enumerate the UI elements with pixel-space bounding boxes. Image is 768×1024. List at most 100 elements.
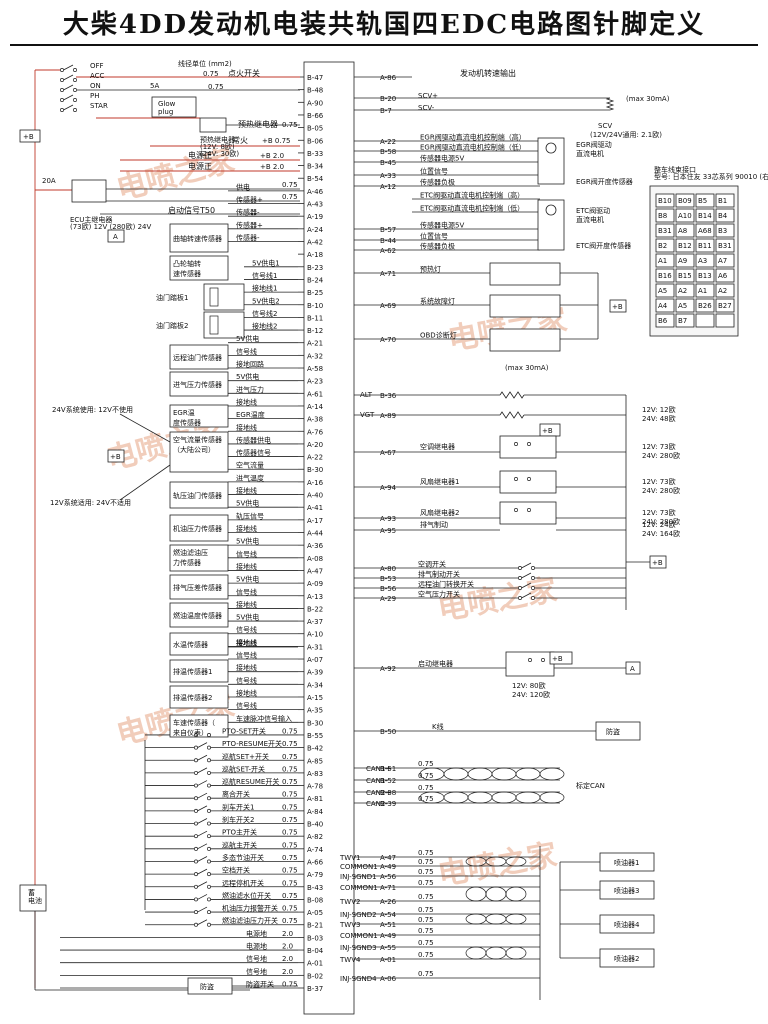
scv-minus: SCV- xyxy=(418,104,435,112)
egr-sensor-label: EGR阀开度传感器 xyxy=(576,177,633,186)
sensor-line-label: 传感器+ xyxy=(236,195,263,204)
connector-pin: A9 xyxy=(678,257,687,265)
switch-label: 空档开关 xyxy=(222,866,250,875)
twisted-pair xyxy=(505,946,527,960)
twisted-pair xyxy=(515,767,541,781)
alt-resistor xyxy=(499,391,525,399)
connector-cell xyxy=(675,313,695,328)
gauge-label: 2.0 xyxy=(282,930,293,938)
main-relay-box xyxy=(71,179,107,203)
ignition-key-switch xyxy=(63,84,74,91)
right-switch-contact xyxy=(518,596,522,600)
gauge-label: 0.75 xyxy=(282,727,298,735)
ignition-key-switch-contact xyxy=(60,98,64,102)
injector-label: 喷油器2 xyxy=(614,954,639,963)
ecu-right-pin: B-52 xyxy=(380,777,396,785)
connector-pin: B8 xyxy=(658,212,667,220)
connector-pin: B26 xyxy=(698,302,712,310)
gauge-label: 0.75 xyxy=(418,939,434,947)
ecu-left-pin: B-47 xyxy=(307,74,323,82)
gauge-label: 0.75 xyxy=(203,70,219,78)
connector-cell xyxy=(675,208,695,223)
connector-cell xyxy=(675,238,695,253)
relay-spec: 24V: 164欧 xyxy=(642,529,680,538)
sensor-line-label: 接地线 xyxy=(236,688,257,697)
gauge-label: 0.75 xyxy=(418,760,434,768)
sensor-line-label: 信号线 xyxy=(236,701,257,710)
gauge-label: 0.75 xyxy=(418,868,434,876)
anti-theft-box-right xyxy=(595,721,641,741)
switch-label: 巡航主开关 xyxy=(222,840,257,849)
sensor-line-label: 信号线 xyxy=(236,587,257,596)
ecu-left-pin: A-79 xyxy=(307,871,323,879)
plus-b-box xyxy=(19,129,41,143)
ecu-left-pin: B-33 xyxy=(307,150,323,158)
plus-b-box xyxy=(609,299,627,313)
gauge-label: 0.75 xyxy=(282,816,298,824)
sensor-line-label: 传感器信号 xyxy=(236,448,271,457)
sensor-box xyxy=(169,574,229,600)
ecu-left-pin: B-43 xyxy=(307,884,323,892)
main-relay-label: ECU主继电器 xyxy=(70,215,112,224)
twisted-pair xyxy=(443,791,469,804)
ecu-left-pin: A-78 xyxy=(307,783,323,791)
relay-contact-contact xyxy=(514,477,518,481)
input-switch-contact xyxy=(207,745,211,750)
ecu-right-pin: B-50 xyxy=(380,728,396,736)
ecu-left-pin: A-76 xyxy=(307,428,324,436)
sensor-line-label: 传感器供电 xyxy=(236,435,271,444)
right-switch-contact xyxy=(531,576,535,580)
sensor-line-label: 接地线 xyxy=(236,600,257,609)
row-label: 电源正 xyxy=(188,150,212,160)
ecu-left-pin: A-61 xyxy=(307,390,323,398)
ecu-left-pin: A-35 xyxy=(307,707,323,715)
gauge-label: 0.75 xyxy=(418,927,434,935)
ecu-right-pin: A-70 xyxy=(380,336,396,344)
injector-line-label: COMMON1 xyxy=(340,932,378,940)
can-label: CAN1- xyxy=(366,777,388,785)
relay-label: 排气制动 xyxy=(420,520,448,529)
switch-label: 刹车开关2 xyxy=(222,815,254,824)
right-switch-label: 空调开关 xyxy=(418,560,446,569)
start-spec: 12V: 80欧 xyxy=(512,681,546,690)
sensor-box xyxy=(169,659,229,683)
connector-cell xyxy=(655,208,675,223)
right-switch-label: 空气压力开关 xyxy=(418,590,460,599)
ecu-right-pin: B-44 xyxy=(380,237,397,245)
pedal-pot xyxy=(209,287,219,307)
ecu-left-pin: A-41 xyxy=(307,504,323,512)
ignition-key-switch xyxy=(63,104,74,111)
input-switch-contact xyxy=(194,846,198,851)
input-switch-contact xyxy=(207,732,211,737)
input-switch xyxy=(197,818,208,824)
gauge-label: 0.75 xyxy=(282,841,298,849)
ignition-key-switch-contact xyxy=(73,78,77,82)
ecu-left-pin: A-58 xyxy=(307,365,323,373)
battery-label: 电池 xyxy=(28,896,42,905)
connector-label: 型号: 日本住友 33芯系列 90010 (右) xyxy=(654,172,768,181)
start-relay-contact-contact xyxy=(541,658,545,662)
lamp-label: 预热灯 xyxy=(420,265,441,274)
ecu-right-pin: B-36 xyxy=(380,392,397,400)
connector-pin: B15 xyxy=(678,272,692,280)
connector-cell xyxy=(655,268,675,283)
ecu-right-pin: A-26 xyxy=(380,898,397,906)
connector-pin: A68 xyxy=(698,227,712,235)
etc-sensor-label: ETC阀开度传感器 xyxy=(576,241,631,250)
gauge-label: 0.75 xyxy=(418,772,434,780)
twisted-pair xyxy=(515,791,541,804)
sensor-name: 燃油滤油压 xyxy=(173,548,208,557)
relay-label: 空调继电器 xyxy=(420,442,455,451)
twisted-pair xyxy=(491,767,517,781)
sensor-name: 来自仪表） xyxy=(173,728,208,737)
twisted-pair xyxy=(465,946,487,960)
gauge-label: 0.75 xyxy=(282,917,298,925)
injector-line-label: COMMON1 xyxy=(340,863,378,871)
switch-label: 巡航SET+开关 xyxy=(222,752,269,761)
diagram-title: 大柴4DD发动机电装共轨国四EDC电路图针脚定义 xyxy=(62,10,706,40)
connector-cell xyxy=(655,283,675,298)
connector-pin: A3 xyxy=(698,257,707,265)
row-label: 常火 xyxy=(232,136,248,145)
relay-contact-contact xyxy=(514,442,518,446)
a-box xyxy=(625,661,641,675)
